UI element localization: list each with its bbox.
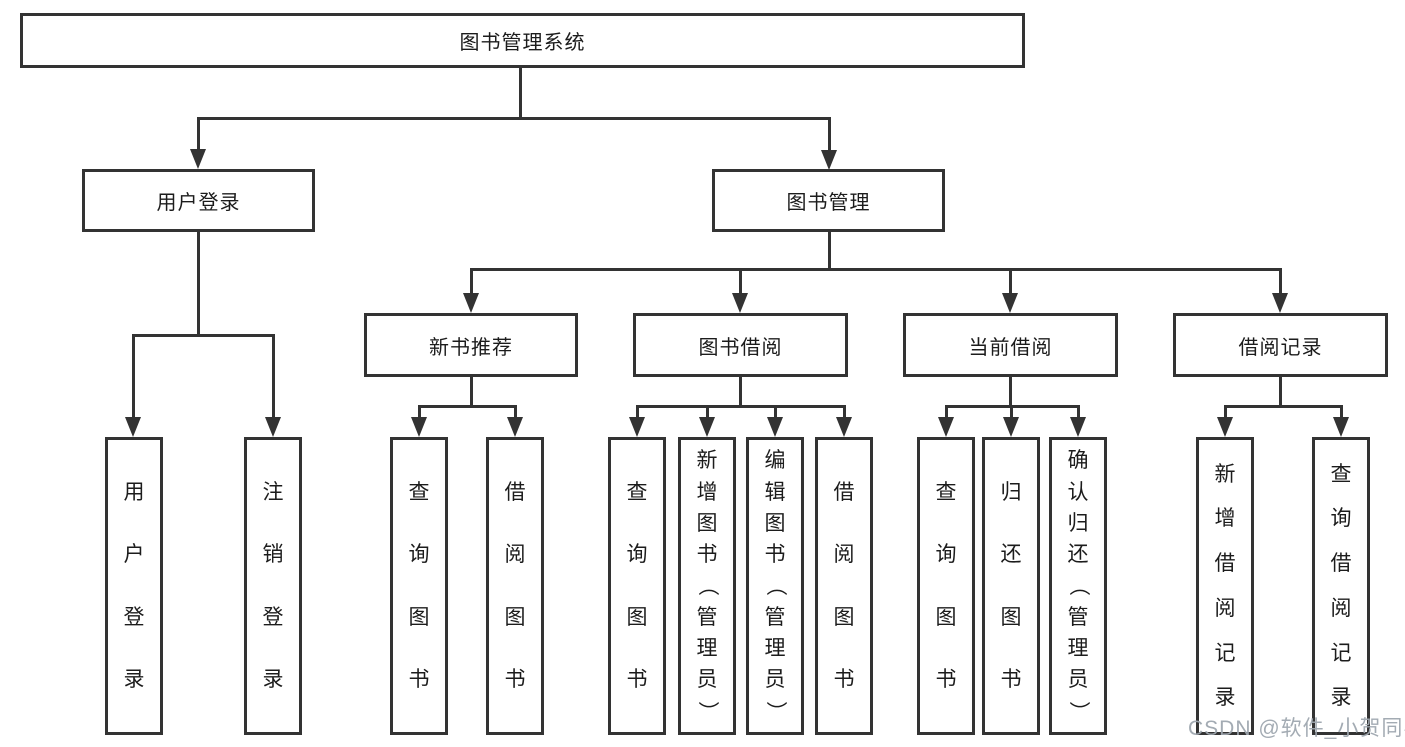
node-label: 注销登录 bbox=[262, 480, 284, 692]
csdn-watermark: CSDN @软件_小贺同学 bbox=[1188, 717, 1405, 740]
connector-line bbox=[1010, 405, 1013, 419]
connector-line bbox=[272, 334, 275, 419]
node-label: 归还图书 bbox=[1000, 480, 1022, 692]
node-library-management-system: 图书管理系统 bbox=[20, 13, 1025, 68]
connector-line bbox=[1009, 268, 1012, 295]
connector-line bbox=[828, 230, 831, 270]
connector-line bbox=[132, 334, 135, 419]
node-leaf-logout: 注销登录 bbox=[244, 437, 302, 735]
node-leaf-query-books-2: 查询图书 bbox=[608, 437, 666, 735]
arrowhead-down-icon bbox=[1272, 293, 1288, 313]
node-leaf-add-borrow-record: 新增借阅记录 bbox=[1196, 437, 1254, 735]
connector-line bbox=[739, 268, 742, 295]
node-label: 借阅图书 bbox=[833, 480, 855, 692]
node-label: 新增借阅记录 bbox=[1214, 462, 1236, 710]
node-leaf-query-books-1: 查询图书 bbox=[390, 437, 448, 735]
node-label: 查询图书 bbox=[935, 480, 957, 692]
connector-line bbox=[636, 405, 846, 408]
connector-line bbox=[1224, 405, 1343, 408]
connector-line bbox=[1279, 375, 1282, 407]
node-leaf-edit-book-admin: 编辑图书（管理员） bbox=[746, 437, 804, 735]
node-leaf-borrow-books-1: 借阅图书 bbox=[486, 437, 544, 735]
node-label: 查询图书 bbox=[408, 480, 430, 692]
node-leaf-add-book-admin: 新增图书（管理员） bbox=[678, 437, 736, 735]
arrowhead-down-icon bbox=[1333, 417, 1349, 437]
connector-line bbox=[519, 66, 522, 119]
connector-line bbox=[843, 405, 846, 419]
node-user-login: 用户登录 bbox=[82, 169, 315, 232]
connector-line bbox=[706, 405, 709, 419]
arrowhead-down-icon bbox=[1217, 417, 1233, 437]
node-book-borrowing: 图书借阅 bbox=[633, 313, 848, 377]
arrowhead-down-icon bbox=[125, 417, 141, 437]
arrowhead-down-icon bbox=[732, 293, 748, 313]
arrowhead-down-icon bbox=[190, 149, 206, 169]
arrowhead-down-icon bbox=[265, 417, 281, 437]
node-label: 查询图书 bbox=[626, 480, 648, 692]
arrowhead-down-icon bbox=[629, 417, 645, 437]
connector-line bbox=[470, 375, 473, 407]
node-label: 借阅图书 bbox=[504, 480, 526, 692]
node-book-management: 图书管理 bbox=[712, 169, 945, 232]
arrowhead-down-icon bbox=[699, 417, 715, 437]
node-label: 用户登录 bbox=[123, 480, 145, 692]
connector-line bbox=[1340, 405, 1343, 419]
connector-line bbox=[1279, 268, 1282, 295]
connector-line bbox=[774, 405, 777, 419]
connector-line bbox=[132, 334, 275, 337]
connector-line bbox=[739, 375, 742, 407]
connector-line bbox=[1224, 405, 1227, 419]
node-label: 查询借阅记录 bbox=[1330, 462, 1352, 710]
arrowhead-down-icon bbox=[1003, 417, 1019, 437]
node-borrowing-records: 借阅记录 bbox=[1173, 313, 1388, 377]
node-leaf-query-books-3: 查询图书 bbox=[917, 437, 975, 735]
arrowhead-down-icon bbox=[938, 417, 954, 437]
arrowhead-down-icon bbox=[507, 417, 523, 437]
node-label: 当前借阅 bbox=[968, 336, 1053, 359]
node-label: 借阅记录 bbox=[1238, 336, 1323, 359]
connector-line bbox=[470, 268, 1282, 271]
connector-line bbox=[514, 405, 517, 419]
node-leaf-return-book: 归还图书 bbox=[982, 437, 1040, 735]
node-current-borrowing: 当前借阅 bbox=[903, 313, 1118, 377]
arrowhead-down-icon bbox=[836, 417, 852, 437]
connector-line bbox=[470, 268, 473, 295]
arrowhead-down-icon bbox=[411, 417, 427, 437]
arrowhead-down-icon bbox=[1002, 293, 1018, 313]
arrowhead-down-icon bbox=[1070, 417, 1086, 437]
node-label: 确认归还（管理员） bbox=[1066, 449, 1090, 722]
arrowhead-down-icon bbox=[463, 293, 479, 313]
connector-line bbox=[418, 405, 517, 408]
node-leaf-query-borrow-record: 查询借阅记录 bbox=[1312, 437, 1370, 735]
arrowhead-down-icon bbox=[821, 150, 837, 170]
node-label: 新书推荐 bbox=[429, 336, 513, 359]
node-label: 图书管理系统 bbox=[459, 32, 586, 54]
node-leaf-user-login: 用户登录 bbox=[105, 437, 163, 735]
node-new-book-recommend: 新书推荐 bbox=[364, 313, 578, 377]
node-label: 用户登录 bbox=[156, 192, 241, 214]
node-leaf-confirm-return-admin: 确认归还（管理员） bbox=[1049, 437, 1107, 735]
node-label: 新增图书（管理员） bbox=[695, 449, 719, 722]
connector-line bbox=[197, 117, 200, 151]
connector-line bbox=[1009, 375, 1012, 407]
connector-line bbox=[828, 117, 831, 151]
node-label: 图书借阅 bbox=[698, 336, 783, 359]
connector-line bbox=[197, 230, 200, 336]
connector-line bbox=[197, 117, 831, 120]
arrowhead-down-icon bbox=[767, 417, 783, 437]
connector-line bbox=[636, 405, 639, 419]
node-label: 图书管理 bbox=[786, 192, 871, 214]
connector-line bbox=[945, 405, 948, 419]
connector-line bbox=[1077, 405, 1080, 419]
node-leaf-borrow-books-2: 借阅图书 bbox=[815, 437, 873, 735]
connector-line bbox=[418, 405, 421, 419]
node-label: 编辑图书（管理员） bbox=[763, 449, 787, 722]
